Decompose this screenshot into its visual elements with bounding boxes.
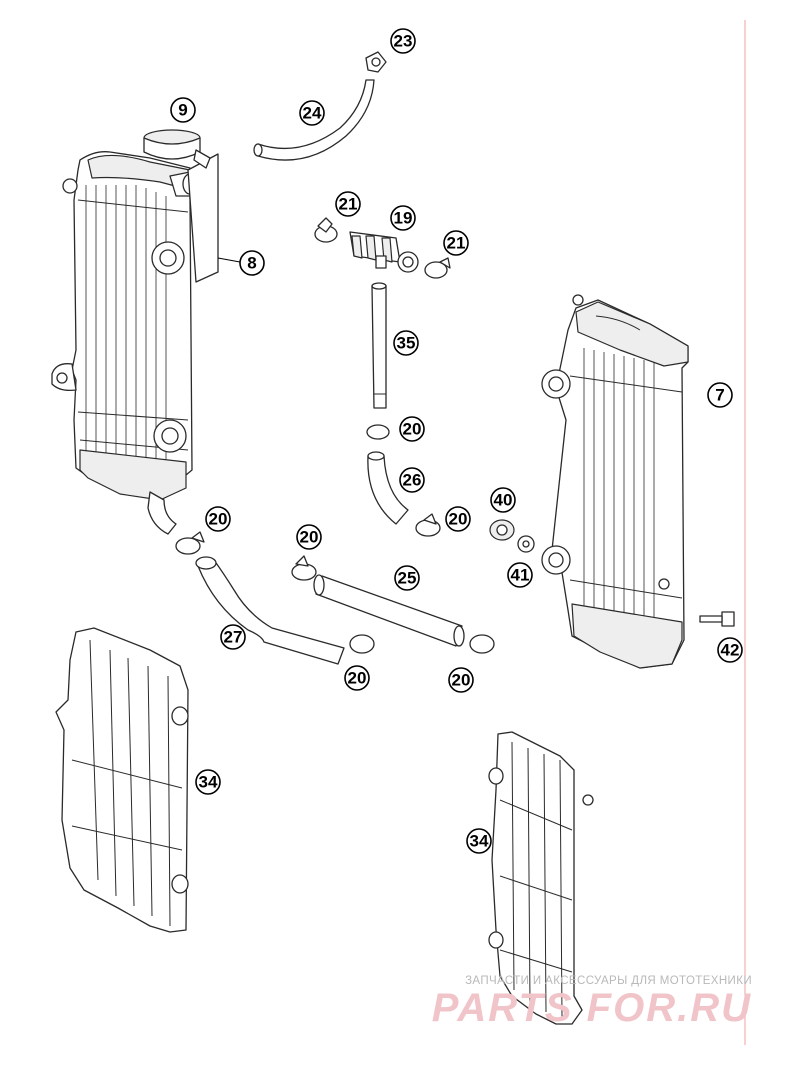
watermark-brand: PARTS FOR.RU (431, 986, 752, 1030)
overflow-hose (253, 79, 375, 161)
svg-text:21: 21 (447, 234, 466, 253)
svg-text:26: 26 (403, 471, 422, 490)
left-radiator-guard (55, 627, 189, 933)
radiator-cap (143, 129, 211, 169)
svg-text:9: 9 (178, 101, 187, 120)
callout-25: 25 (394, 565, 420, 591)
callout-24: 24 (299, 100, 325, 126)
callout-23: 23 (390, 28, 416, 54)
lower-hose-27 (195, 556, 345, 665)
callout-26: 26 (399, 467, 425, 493)
hose-clamp-25-right (469, 634, 495, 654)
left-radiator (51, 151, 219, 535)
svg-text:34: 34 (199, 773, 218, 792)
callout-20-hose-26: 20 (445, 506, 471, 532)
connecting-pipe (371, 282, 387, 409)
hose-clamp-26 (415, 513, 441, 537)
svg-text:41: 41 (511, 566, 530, 585)
right-radiator (541, 294, 689, 669)
callout-20-hose-27-lower: 20 (344, 665, 370, 691)
svg-text:20: 20 (449, 510, 468, 529)
callout-42: 42 (717, 637, 743, 663)
svg-text:42: 42 (721, 641, 740, 660)
callout-20-hose-25-left: 20 (296, 524, 322, 550)
svg-text:25: 25 (398, 569, 417, 588)
hose-clamp-27-upper (175, 531, 205, 555)
rubber-grommet (489, 519, 515, 541)
callout-41: 41 (507, 562, 533, 588)
svg-text:20: 20 (348, 669, 367, 688)
callout-20-hose-27-upper: 20 (205, 506, 231, 532)
right-radiator-guard (488, 731, 594, 1025)
svg-text:20: 20 (403, 420, 422, 439)
callout-19: 19 (390, 205, 416, 231)
svg-text:34: 34 (470, 832, 489, 851)
callout-7: 7 (707, 382, 733, 408)
svg-text:8: 8 (247, 254, 256, 273)
callout-40: 40 (490, 487, 516, 513)
callout-34-right: 34 (466, 828, 492, 854)
svg-text:19: 19 (394, 209, 413, 228)
callout-34-left: 34 (195, 769, 221, 795)
svg-text:35: 35 (397, 334, 416, 353)
callout-21-left: 21 (335, 191, 361, 217)
hose-clamp-right (424, 257, 451, 279)
svg-text:23: 23 (394, 32, 413, 51)
svg-text:24: 24 (303, 104, 322, 123)
watermark-caption: ЗАПЧАСТИ И АКСЕССУАРЫ ДЛЯ МОТОТЕХНИКИ (465, 975, 752, 987)
svg-text:20: 20 (452, 671, 471, 690)
callout-20-hose-25-right: 20 (448, 667, 474, 693)
coolant-t-piece (349, 231, 419, 273)
callout-27: 27 (220, 624, 246, 650)
curved-hose-26 (367, 451, 409, 525)
svg-text:40: 40 (494, 491, 513, 510)
hose-clamp-27-lower (349, 634, 375, 654)
hose-clamp-25-left (291, 555, 317, 581)
spacer-washer (517, 535, 535, 553)
right-radiator-fins (583, 348, 655, 626)
hose-clamp-left (314, 217, 338, 243)
callout-21-right: 21 (443, 230, 469, 256)
callout-8: 8 (217, 250, 265, 276)
svg-text:21: 21 (339, 195, 358, 214)
hose-clamp-upper (366, 424, 390, 440)
callout-9: 9 (170, 97, 196, 123)
svg-text:20: 20 (209, 510, 228, 529)
svg-text:7: 7 (715, 386, 724, 405)
mounting-bolt (699, 611, 735, 627)
callout-35: 35 (393, 330, 419, 356)
straight-hose-25 (313, 574, 465, 647)
hose-clip (365, 51, 387, 73)
svg-text:20: 20 (300, 528, 319, 547)
callout-20-upper: 20 (399, 416, 425, 442)
svg-text:27: 27 (224, 628, 243, 647)
